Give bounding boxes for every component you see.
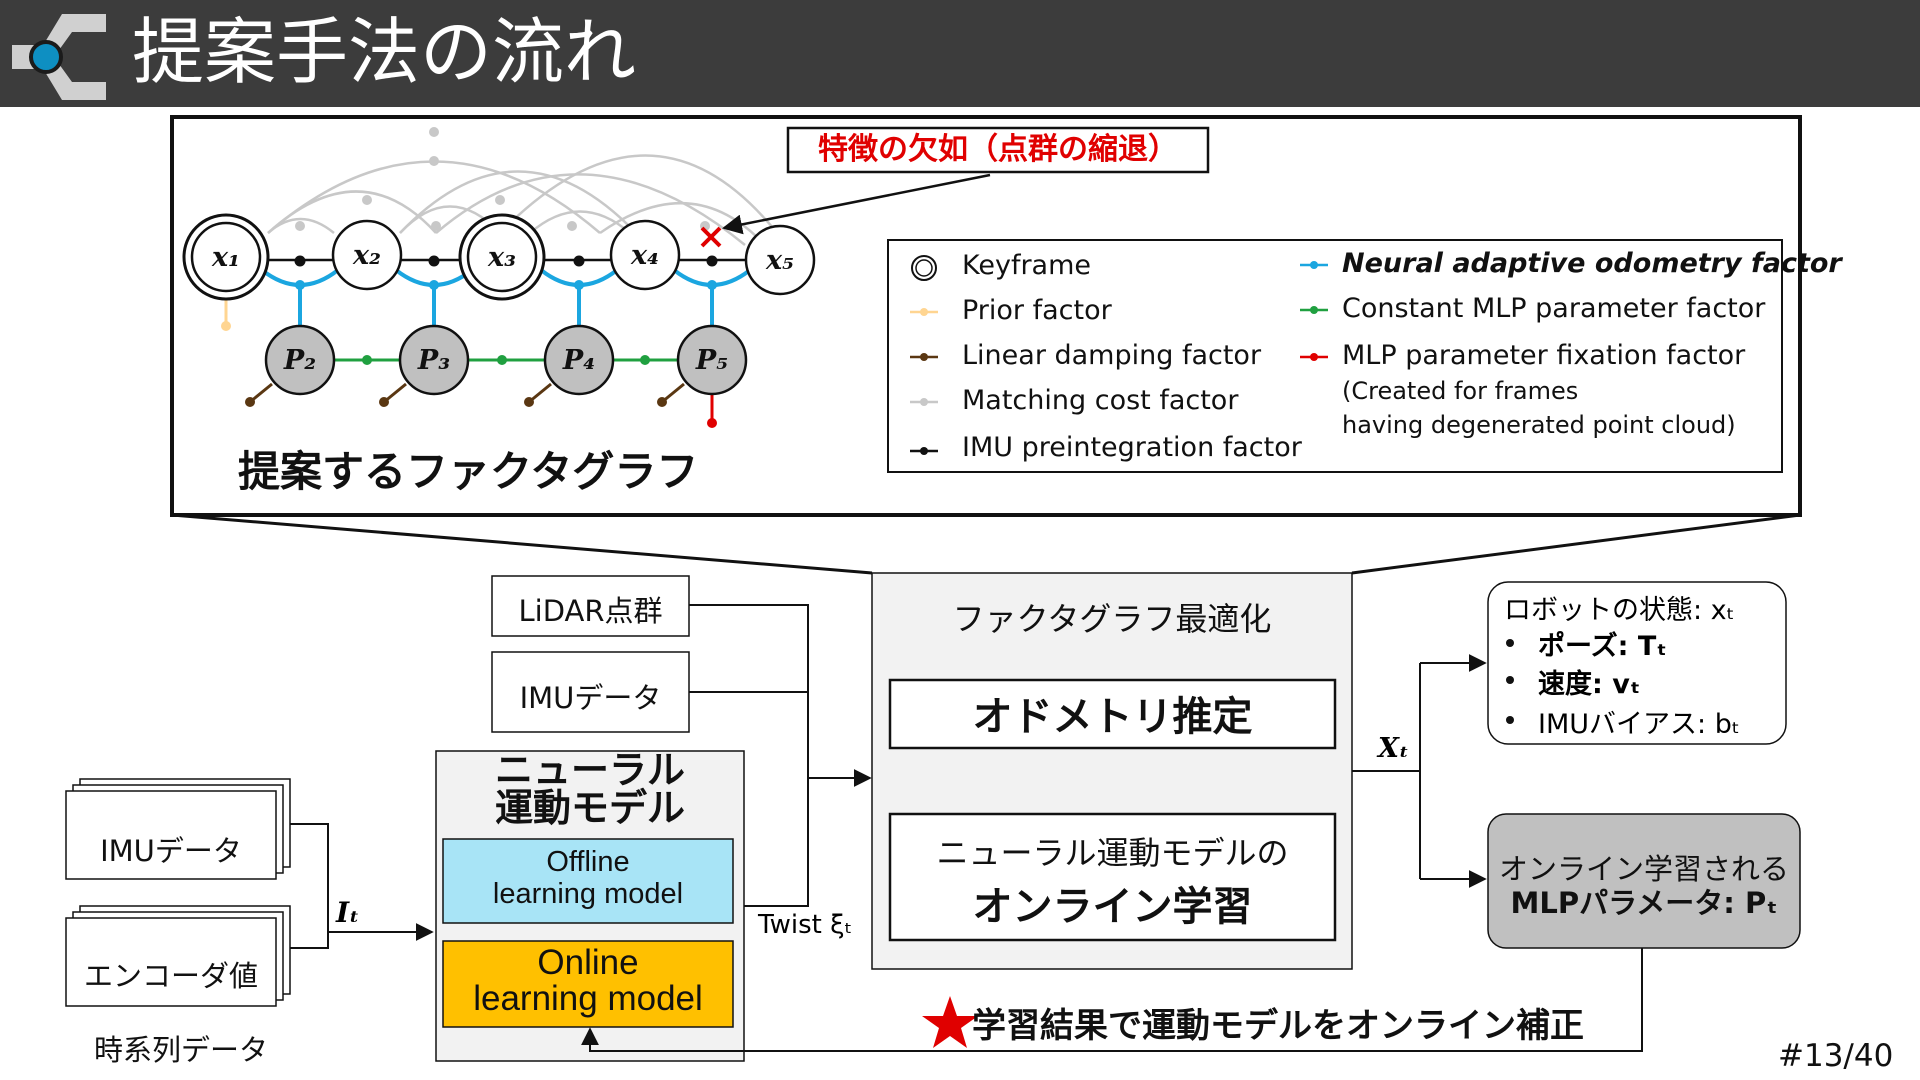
timeseries-label: 時系列データ bbox=[93, 1033, 268, 1067]
mlp-params-line2: MLPパラメータ: Pₜ bbox=[1510, 886, 1778, 920]
legend-note-line2: having degenerated point cloud) bbox=[1342, 411, 1736, 439]
param-p4 bbox=[543, 324, 615, 396]
legend-keyframe: Keyframe bbox=[962, 250, 1092, 281]
online-label-1: Online bbox=[537, 943, 639, 982]
mlp-params-box bbox=[1487, 813, 1801, 949]
imu-left-box bbox=[65, 790, 277, 880]
degeneracy-label-box bbox=[786, 126, 1210, 174]
param-p3 bbox=[398, 324, 470, 396]
robot-state-pose: ポーズ: Tₜ bbox=[1538, 631, 1667, 662]
legend-imu: IMU preintegration factor bbox=[962, 432, 1302, 463]
degeneracy-label: 特徴の欠如（点群の縮退） bbox=[818, 132, 1178, 167]
lab-logo-icon bbox=[12, 14, 106, 100]
label-x3: x₃ bbox=[487, 242, 516, 273]
legend-keyframe-icon bbox=[911, 255, 937, 281]
legend-mlp-fixation: MLP parameter fixation factor bbox=[1342, 340, 1746, 371]
legend-box bbox=[887, 239, 1783, 473]
robot-state-box bbox=[1487, 581, 1787, 745]
legend-constant-mlp: Constant MLP parameter factor bbox=[1342, 293, 1766, 324]
lidar-label: LiDAR点群 bbox=[518, 594, 663, 628]
page-number: #13/40 bbox=[1778, 1038, 1894, 1074]
legend-linear-damping: Linear damping factor bbox=[962, 340, 1262, 371]
legend-neural: Neural adaptive odometry factor bbox=[1342, 248, 1842, 279]
encoder-label: エンコーダ値 bbox=[83, 959, 258, 993]
star-icon bbox=[922, 996, 978, 1048]
online-learning-box bbox=[888, 812, 1337, 942]
label-x4: x₄ bbox=[630, 240, 659, 271]
legend-note-line1: (Created for frames bbox=[1342, 377, 1579, 405]
online-label-2: learning model bbox=[473, 979, 703, 1018]
neural-model-title-1: ニューラル bbox=[494, 748, 685, 792]
label-p3: P₃ bbox=[417, 345, 450, 376]
odometry-label: オドメトリ推定 bbox=[972, 694, 1253, 740]
keyframe-x1 bbox=[182, 213, 270, 301]
label-x5: x₅ bbox=[765, 245, 794, 276]
twist-label: Twist ξₜ bbox=[758, 910, 853, 940]
factor-graph-title: 提案するファクタグラフ bbox=[238, 447, 699, 496]
imu-top-label: IMUデータ bbox=[519, 681, 662, 715]
degeneracy-cross-icon bbox=[700, 226, 722, 248]
state-x4 bbox=[609, 219, 681, 291]
label-x2: x₂ bbox=[352, 240, 381, 271]
state-x5 bbox=[744, 224, 816, 296]
matching-cost-factors bbox=[267, 154, 792, 251]
offline-label-1: Offline bbox=[546, 846, 630, 878]
encoder-box bbox=[65, 917, 277, 1007]
param-p2 bbox=[264, 324, 336, 396]
robot-state-velocity: 速度: vₜ bbox=[1538, 669, 1641, 700]
online-learning-label-2: オンライン学習 bbox=[972, 884, 1253, 930]
lidar-box bbox=[491, 575, 690, 637]
state-x2 bbox=[331, 219, 403, 291]
label-p5: P₅ bbox=[695, 345, 728, 376]
mlp-params-line1: オンライン学習される bbox=[1498, 852, 1789, 886]
label-x1: x₁ bbox=[211, 242, 240, 273]
offline-label-2: learning model bbox=[492, 878, 684, 910]
robot-state-title: ロボットの状態: xₜ bbox=[1504, 595, 1735, 626]
output-symbol: Xₜ bbox=[1378, 733, 1409, 764]
legend-prior: Prior factor bbox=[962, 295, 1112, 326]
offline-model-box bbox=[442, 838, 734, 924]
label-p2: P₂ bbox=[283, 345, 316, 376]
odometry-box bbox=[888, 678, 1337, 750]
robot-state-imu-bias: IMUバイアス: bₜ bbox=[1538, 709, 1740, 740]
optimization-title: ファクタグラフ最適化 bbox=[952, 600, 1272, 638]
param-p5 bbox=[676, 324, 748, 396]
online-learning-label-1: ニューラル運動モデルの bbox=[936, 834, 1289, 872]
input-symbol: Iₜ bbox=[336, 896, 360, 929]
keyframe-x3 bbox=[458, 213, 546, 301]
slide-title: 提案手法の流れ bbox=[132, 10, 637, 94]
label-p4: P₄ bbox=[562, 345, 595, 376]
slide-header: 提案手法の流れ bbox=[0, 0, 1920, 107]
imu-left-label: IMUデータ bbox=[100, 834, 242, 868]
neural-model-title-2: 運動モデル bbox=[494, 786, 685, 830]
online-model-box bbox=[442, 940, 734, 1028]
legend-matching: Matching cost factor bbox=[962, 385, 1239, 416]
feedback-label: 学習結果で運動モデルをオンライン補正 bbox=[972, 1006, 1584, 1046]
